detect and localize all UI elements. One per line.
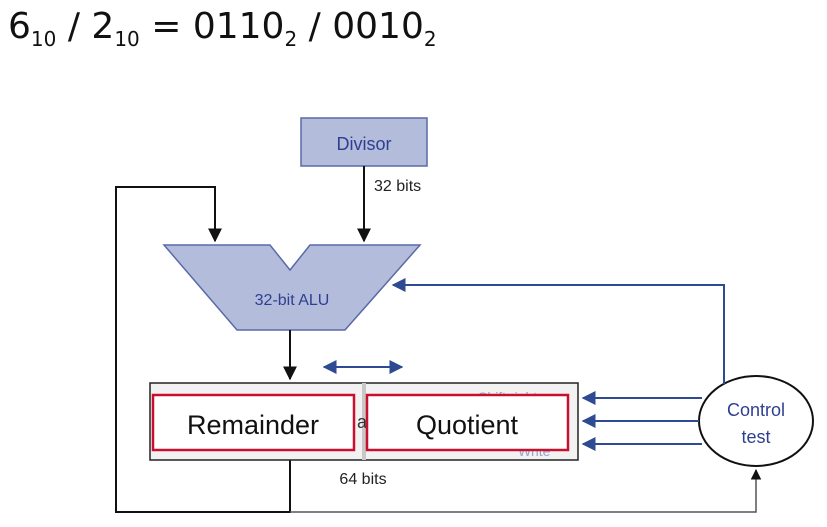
alu-block <box>162 244 422 331</box>
remainder-highlight-box <box>151 393 356 452</box>
equation-divisor-base: 10 <box>114 27 140 51</box>
equation-divisor: 2 <box>91 6 115 47</box>
remainder-feedback-wire <box>115 186 291 513</box>
quotient-label: Quotient <box>416 410 519 440</box>
control-to-alu-wire <box>391 278 725 384</box>
equation-dividend: 6 <box>8 6 31 47</box>
divisor-width-label: 32 bits <box>374 178 421 195</box>
register-width-label: 64 bits <box>339 471 386 488</box>
quotient-highlight-box <box>365 393 570 452</box>
control-test-unit <box>698 375 814 467</box>
equation-dividend-base: 10 <box>30 27 57 51</box>
divisor-register <box>300 117 428 167</box>
equation-binary-dividend-base: 2 <box>284 27 298 51</box>
equation-binary-divisor: 0010 <box>332 6 424 47</box>
equation-slash: / <box>67 6 80 47</box>
equation-binary-dividend: 0110 <box>192 6 285 47</box>
control-label-line2: test <box>741 427 770 447</box>
equation-slash-2: / <box>308 6 321 47</box>
divisor-label: Divisor <box>336 134 391 154</box>
equation-binary-divisor-base: 2 <box>423 27 437 51</box>
control-label-line1: Control <box>727 400 785 420</box>
alu-label: 32-bit ALU <box>255 292 330 309</box>
equation-equals: = <box>151 6 182 47</box>
remainder-label: Remainder <box>187 410 319 440</box>
ghost-character: a <box>357 412 368 432</box>
division-equation: 610 / 210 = 01102 / 00102 <box>8 6 437 49</box>
register-to-control-wire <box>290 468 762 513</box>
